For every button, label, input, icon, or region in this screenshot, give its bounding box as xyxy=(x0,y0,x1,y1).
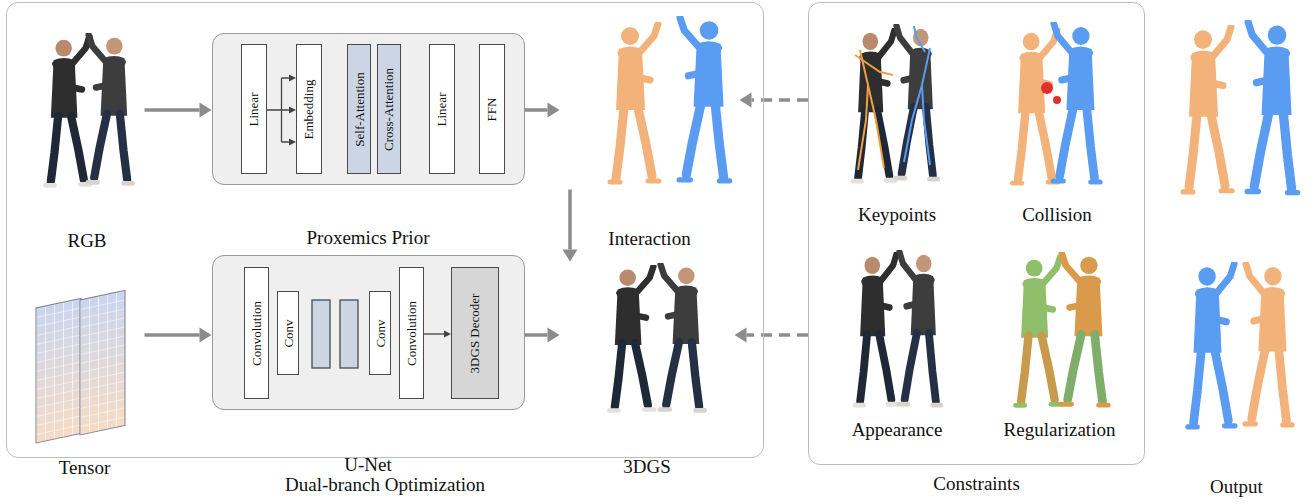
mesh-collision xyxy=(1012,24,1100,183)
connector-line xyxy=(424,333,444,334)
connector-line xyxy=(145,108,200,112)
arrow-connector xyxy=(563,190,578,262)
node-label: Constraints xyxy=(933,473,1020,495)
figure-group: 3DGS xyxy=(560,262,735,418)
arrow-head xyxy=(289,75,296,82)
layer-label: Linear xyxy=(247,92,262,126)
connector-line xyxy=(525,333,548,337)
panel-frame: ConstraintsKeypointsCollisionAppearanceR… xyxy=(808,2,1145,465)
layer-label: Conv xyxy=(373,319,388,347)
layer-box: Convolution xyxy=(399,267,424,399)
node-label: Proxemics Prior xyxy=(307,227,430,249)
arrow-connector xyxy=(740,93,809,108)
node-label: Regularization xyxy=(1004,419,1116,441)
layer-label: Convolution xyxy=(404,300,419,365)
node-label: Keypoints xyxy=(858,204,936,226)
photo-people xyxy=(609,265,704,411)
layer-label: Cross-Attention xyxy=(382,67,397,150)
photo-people xyxy=(45,35,132,185)
module-fill xyxy=(212,255,525,410)
figure-group: Keypoints xyxy=(840,22,955,192)
arrow-connector xyxy=(145,328,212,343)
arrow-head xyxy=(735,328,747,343)
figure-group: Collision xyxy=(995,22,1120,192)
arrow-head xyxy=(289,139,296,146)
arrow-connector xyxy=(424,331,451,338)
arrow-head xyxy=(289,107,296,114)
layer-box: FFN xyxy=(479,44,505,174)
arrow-connector xyxy=(525,328,560,343)
layer-box: Cross-Attention xyxy=(377,44,401,174)
layer-box: Linear xyxy=(429,44,455,174)
arrow-head xyxy=(444,331,451,338)
arrow-head xyxy=(548,328,560,343)
node-label: Tensor xyxy=(59,457,110,479)
node-label: RGB xyxy=(67,230,106,252)
connector-line xyxy=(267,78,289,142)
layer-box: Linear xyxy=(241,44,267,174)
connector-line xyxy=(752,98,809,102)
node-label: Interaction xyxy=(608,228,690,250)
connector-line xyxy=(568,190,572,250)
node-label: Output xyxy=(1210,476,1263,498)
photo-people xyxy=(855,252,941,405)
node-label: Collision xyxy=(1022,204,1092,226)
layer-label: Self-Attention xyxy=(352,72,367,146)
arrow-connector xyxy=(525,103,560,118)
figure-group: Tensor xyxy=(25,285,145,445)
figure-group: Regularization xyxy=(995,245,1125,410)
module-box: U-NetConvolutionConvConvConvolution3DGS … xyxy=(212,255,525,410)
arrow-head xyxy=(200,328,212,343)
arrow-head xyxy=(200,103,212,118)
layer-box: Conv xyxy=(369,291,391,375)
module-box: Proxemics PriorLinearEmbeddingSelf-Atten… xyxy=(212,33,525,185)
figure-group: Appearance xyxy=(840,245,955,410)
node-label: 3DGS xyxy=(623,456,671,478)
bottleneck-block xyxy=(340,300,358,368)
node-label: Appearance xyxy=(852,419,943,441)
layer-box: Embedding xyxy=(296,44,322,174)
photo-keypoints xyxy=(853,26,938,181)
layer-box: 3DGS Decoder xyxy=(451,267,499,399)
tensor-planes xyxy=(36,290,125,443)
mesh-people xyxy=(610,18,730,182)
layer-label: Linear xyxy=(435,92,450,126)
figure-group: RGB xyxy=(30,30,145,195)
arrow-head xyxy=(563,250,578,262)
connector-line xyxy=(525,108,548,112)
arrow-head xyxy=(740,93,752,108)
figure-group: Output xyxy=(1165,15,1308,455)
arrow-connector xyxy=(145,103,212,118)
connector-line xyxy=(145,333,200,337)
mesh-output xyxy=(1183,22,1298,427)
layer-box: Convolution xyxy=(244,267,269,399)
layer-label: FFN xyxy=(484,97,499,121)
module-fill xyxy=(212,33,525,185)
layer-label: Conv xyxy=(281,319,296,347)
arrow-connector xyxy=(735,328,809,343)
arrow-head xyxy=(548,103,560,118)
layer-box: Self-Attention xyxy=(347,44,371,174)
arrow-connector xyxy=(267,75,296,146)
layer-label: Embedding xyxy=(302,79,317,139)
panel-frame: Dual-branch OptimizationRGBProxemics Pri… xyxy=(6,2,764,458)
figure-group: Interaction xyxy=(560,12,740,190)
node-label: Dual-branch Optimization xyxy=(285,474,485,496)
layer-box: Conv xyxy=(277,291,299,375)
bottleneck-block xyxy=(312,300,330,368)
layer-label: Convolution xyxy=(249,300,264,365)
connector-line xyxy=(747,333,809,337)
layer-label: 3DGS Decoder xyxy=(468,293,483,373)
mesh-regularization xyxy=(1015,254,1108,405)
node-label: U-Net xyxy=(344,454,391,476)
